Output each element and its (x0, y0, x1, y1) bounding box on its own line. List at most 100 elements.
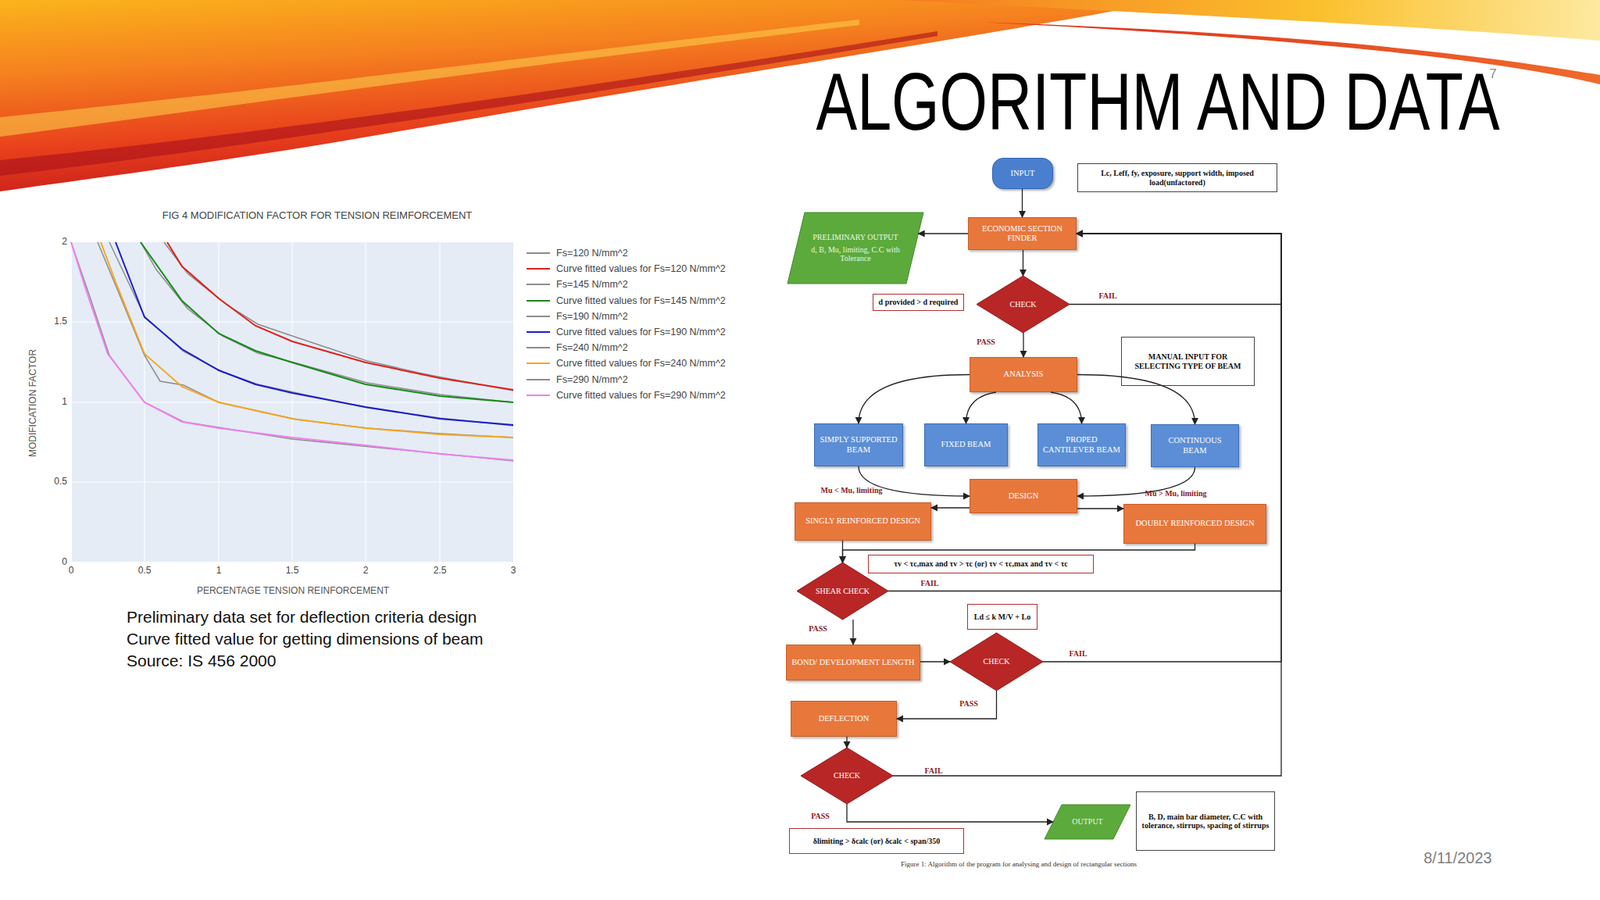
legend-row: Fs=145 N/mm^2 (526, 276, 629, 293)
node-label: SIMPLY SUPPORTED BEAM (819, 435, 898, 454)
tick-label: 3 (510, 565, 517, 577)
fitted-curve (100, 242, 514, 438)
beam-type-box: FIXED BEAM (924, 423, 1008, 467)
legend-row: Fs=120 N/mm^2 (526, 245, 629, 261)
legend-swatch (526, 394, 550, 397)
legend-swatch (526, 378, 550, 381)
decision-diamond: CHECK (976, 275, 1070, 333)
grid-lines (71, 242, 514, 563)
text-holder: SHEAR CHECK (813, 586, 872, 597)
legend-row: Fs=290 N/mm^2 (526, 371, 629, 388)
fitted-curve (167, 242, 514, 390)
swoosh-streak (0, 19, 860, 137)
legend-row: Curve fitted values for Fs=240 N/mm^2 (526, 355, 726, 372)
node-label: DESIGN (1008, 491, 1040, 501)
chart-title: FIG 4 MODIFICATION FACTOR FOR TENSION RE… (162, 210, 473, 222)
condition-note: Ld ≤ k M/V + Lo (967, 603, 1038, 630)
beam-type-box: SIMPLY SUPPORTED BEAM (814, 423, 904, 467)
tick-label: 0.5 (138, 565, 152, 577)
node-label: ECONOMIC SECTION FINDER (973, 224, 1072, 243)
legend-text: Fs=290 N/mm^2 (556, 374, 629, 386)
slide-date: 8/11/2023 (1423, 849, 1493, 868)
node-label: CHECK (833, 771, 861, 781)
legend-text: Fs=190 N/mm^2 (556, 310, 629, 322)
tick-label: 2.5 (433, 565, 447, 577)
node-label: SINGLY REINFORCED DESIGN (805, 516, 921, 526)
flow-connector (846, 803, 1054, 822)
legend-text: Fs=120 N/mm^2 (556, 247, 629, 259)
legend-swatch (526, 315, 550, 318)
legend-row: Curve fitted values for Fs=120 N/mm^2 (526, 260, 726, 277)
condition-note: τv < τc,max and τv > τc (or) τv < τc,max… (867, 554, 1094, 574)
condition-note: d provided > d required (872, 293, 965, 311)
tick-label: 1 (61, 396, 68, 408)
data-line (140, 242, 514, 403)
swoosh-band (898, 0, 1600, 41)
shape-fill (787, 212, 924, 284)
legend-row: Curve fitted values for Fs=145 N/mm^2 (526, 292, 726, 309)
flow-connector (1069, 233, 1282, 305)
fitted-curves (71, 242, 514, 461)
legend-row: Fs=190 N/mm^2 (526, 308, 629, 325)
flow-connector (896, 690, 997, 719)
process-box: DESIGN (969, 478, 1078, 514)
edge-label: PASS (959, 699, 979, 708)
text-holder: CHECK (817, 771, 877, 781)
legend-swatch (526, 331, 550, 333)
edge-label: PASS (976, 337, 996, 347)
line-chart (0, 0, 547, 610)
node-label: CHECK (983, 657, 1011, 667)
flow-connector (858, 375, 970, 425)
node-label: δlimiting > δcalc (or) δcalc < span/350 (813, 836, 941, 847)
edge-label: PASS (810, 811, 830, 821)
edge-label: Mu > Mu, limiting (1144, 489, 1207, 498)
tick-label: 2 (61, 236, 68, 248)
process-box: BOND/ DEVELOPMENT LENGTH (785, 644, 921, 681)
node-label: BOND/ DEVELOPMENT LENGTH (791, 657, 915, 668)
input-note: MANUAL INPUT FOR SELECTING TYPE OF BEAM (1121, 336, 1255, 386)
legend-text: Curve fitted values for Fs=290 N/mm^2 (556, 389, 726, 401)
data-line (109, 242, 514, 426)
body-text: Source: IS 456 2000 (126, 651, 276, 671)
beam-type-box: CONTINUOUS BEAM (1150, 424, 1240, 468)
fitted-curve (140, 242, 514, 403)
edge-label: FAIL (920, 578, 939, 588)
body-text: Preliminary data set for deflection crit… (126, 607, 477, 627)
input-note: Lc, Leff, fy, exposure, support width, i… (1077, 163, 1278, 193)
flow-connector (918, 232, 969, 234)
node-label: Lc, Leff, fy, exposure, support width, i… (1082, 168, 1272, 187)
flow-connector (1042, 233, 1282, 662)
node-label: PRELIMINARY OUTPUT (812, 232, 898, 243)
flow-connector (931, 507, 970, 508)
fitted-curve (71, 242, 514, 461)
node-label: ANALYSIS (1003, 369, 1044, 379)
tick-label: 1.5 (285, 565, 300, 577)
flow-connector (888, 233, 1282, 592)
legend-text: Curve fitted values for Fs=240 N/mm^2 (556, 357, 726, 369)
flow-connector (1022, 250, 1024, 276)
edge-label: PASS (808, 624, 828, 633)
process-box: DEFLECTION (790, 700, 897, 737)
flow-connector (1077, 507, 1124, 509)
tick-label: 1.5 (53, 316, 68, 328)
legend-swatch (526, 346, 550, 349)
node-body: d, B, Mu, limiting, C.C with Tolerance (803, 245, 908, 264)
decision-diamond: CHECK (950, 632, 1043, 691)
axis-title: PERCENTAGE TENSION REINFORCEMENT (196, 585, 390, 597)
data-line (97, 242, 514, 438)
node-label: FIXED BEAM (941, 439, 992, 450)
raw-data-lines (71, 242, 514, 461)
legend-swatch (526, 283, 550, 286)
page-number: 7 (1489, 66, 1497, 83)
decision-diamond: CHECK (800, 747, 893, 804)
node-label: MANUAL INPUT FOR SELECTING TYPE OF BEAM (1126, 352, 1250, 371)
output-note: B, D, main bar diameter, C.C with tolera… (1135, 791, 1275, 851)
flow-connector (846, 736, 847, 748)
legend-text: Curve fitted values for Fs=190 N/mm^2 (556, 326, 726, 338)
edge-label: Mu < Mu, limiting (820, 485, 883, 495)
node-label: Ld ≤ k M/V + Lo (974, 612, 1031, 622)
node-label: PROPED CANTILEVER BEAM (1042, 435, 1121, 454)
flow-connector (852, 619, 854, 645)
shape-fill (950, 632, 1043, 691)
flow-connector (842, 540, 843, 563)
